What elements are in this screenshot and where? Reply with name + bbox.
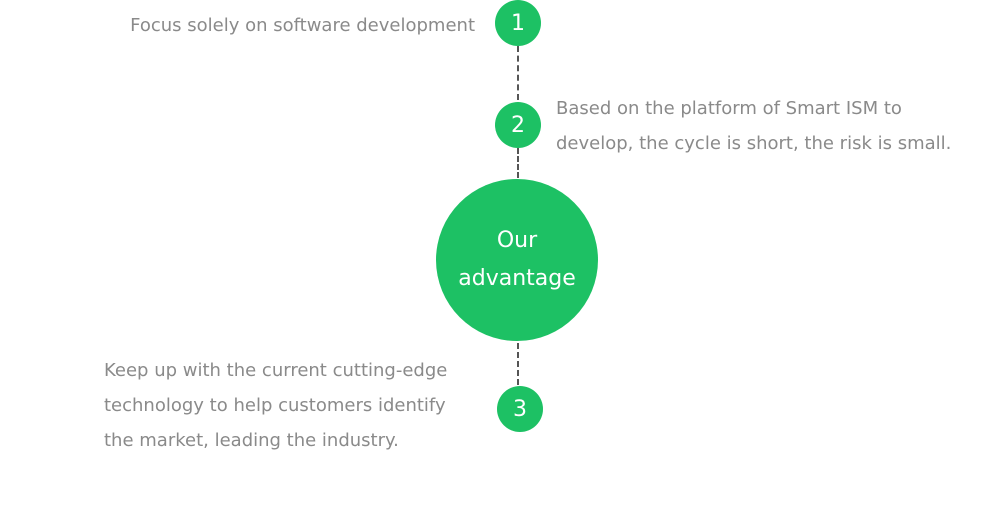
step-2-line-1: Based on the platform of Smart ISM to bbox=[556, 98, 902, 119]
hub-title-line-2: advantage bbox=[458, 266, 576, 291]
step-2-number: 2 bbox=[511, 112, 525, 138]
step-3-line-2: technology to help customers identify bbox=[104, 395, 446, 416]
step-1-line-1: Focus solely on software development bbox=[130, 15, 475, 36]
hub-circle: Our advantage bbox=[436, 179, 598, 341]
step-3-line-3: the market, leading the industry. bbox=[104, 430, 399, 451]
connector-hub-3 bbox=[517, 343, 519, 385]
connector-2-hub bbox=[517, 148, 519, 178]
step-1-badge: 1 bbox=[495, 0, 541, 46]
step-1-text: Focus solely on software development bbox=[130, 8, 475, 43]
step-3-text: Keep up with the current cutting-edge te… bbox=[104, 353, 447, 458]
connector-1-2 bbox=[517, 46, 519, 100]
hub-title-line-1: Our bbox=[496, 228, 538, 253]
step-1-number: 1 bbox=[511, 10, 525, 36]
step-3-line-1: Keep up with the current cutting-edge bbox=[104, 360, 448, 381]
step-2-text: Based on the platform of Smart ISM to de… bbox=[556, 91, 951, 161]
step-2-line-2: develop, the cycle is short, the risk is… bbox=[556, 133, 952, 154]
step-3-number: 3 bbox=[513, 396, 527, 422]
step-2-badge: 2 bbox=[495, 102, 541, 148]
step-3-badge: 3 bbox=[497, 386, 543, 432]
